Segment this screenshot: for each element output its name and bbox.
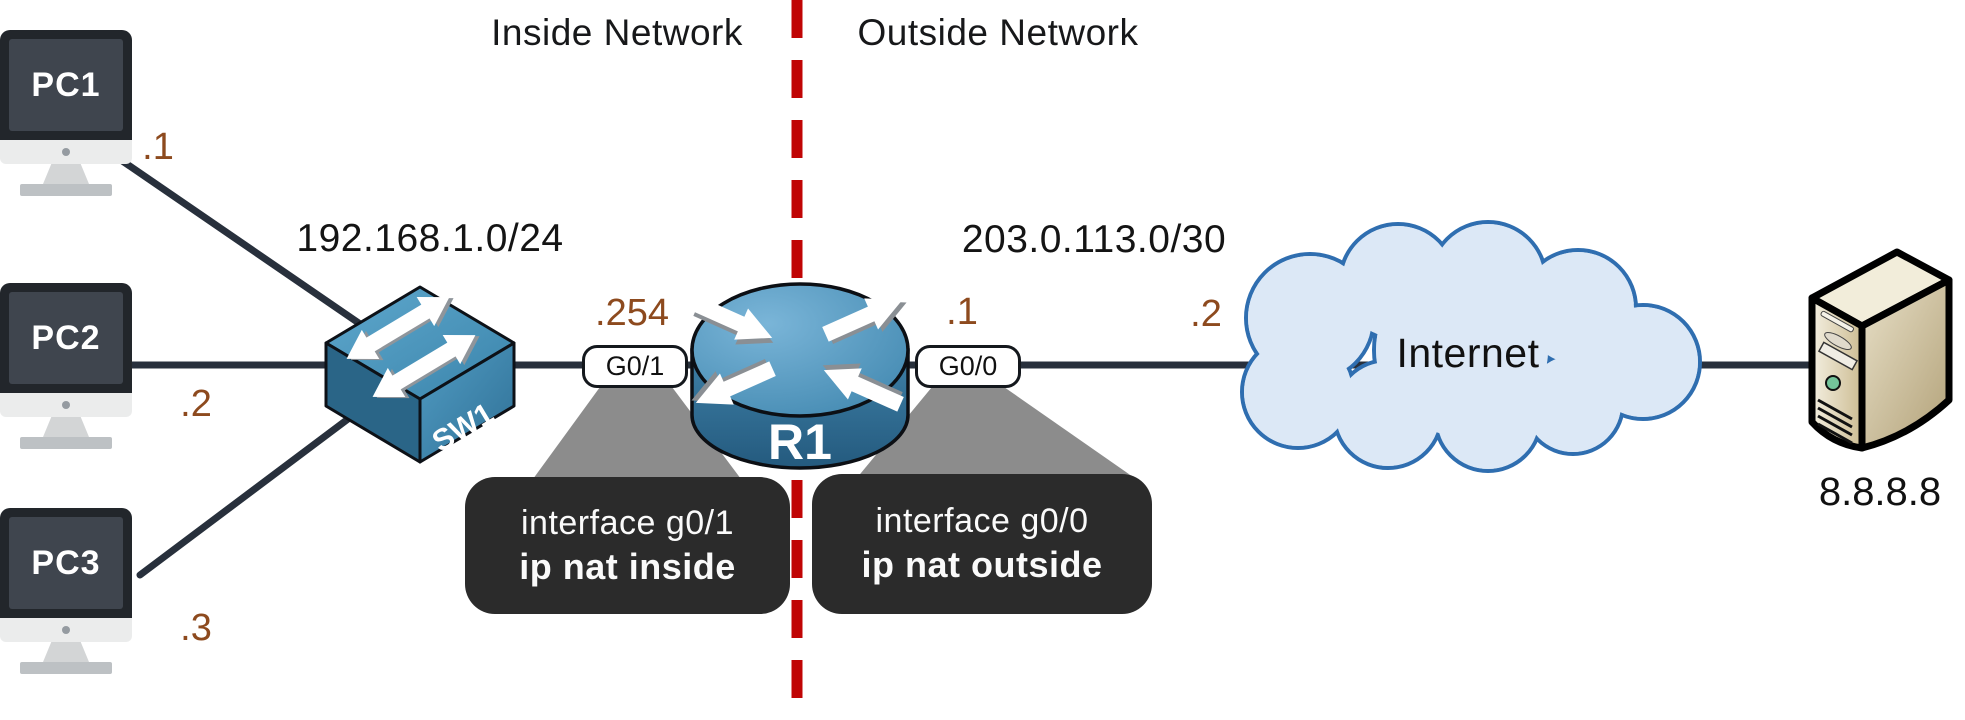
inside-callout-pointer bbox=[533, 387, 741, 479]
pc3-stand bbox=[43, 642, 89, 662]
interface-pill-g0-1: G0/1 bbox=[582, 345, 688, 388]
outside-nat-callout-directive: ip nat outside bbox=[861, 544, 1103, 585]
pc2-stand-base bbox=[20, 437, 112, 449]
server-front-details bbox=[1817, 310, 1859, 445]
inside-nat-callout-directive: ip nat inside bbox=[519, 545, 736, 587]
outside-nat-callout-command: interface g0/0 bbox=[875, 502, 1089, 540]
inside-subnet-label: 192.168.1.0/24 bbox=[296, 217, 564, 260]
pc2-monitor-chin bbox=[0, 393, 132, 417]
switch-icon: SW1 bbox=[324, 285, 516, 464]
pc2-ip-suffix: .2 bbox=[180, 383, 212, 425]
switch-arrow-2 bbox=[372, 334, 480, 399]
switch-arrow-1 bbox=[346, 296, 454, 361]
pc1-stand-base bbox=[20, 184, 112, 196]
outside-callout-pointer bbox=[856, 387, 1136, 479]
internet-cloud-icon bbox=[1240, 220, 1702, 473]
outside-nat-callout: interface g0/0 ip nat outside bbox=[812, 474, 1152, 614]
server-power-button bbox=[1825, 375, 1841, 391]
outside-network-label: Outside Network bbox=[857, 12, 1139, 53]
router-icon: R1 bbox=[690, 282, 910, 470]
pc2-icon: PC2 bbox=[0, 283, 132, 449]
internet-label: Internet bbox=[1396, 330, 1540, 376]
inside-nat-callout: interface g0/1 ip nat inside bbox=[465, 477, 790, 614]
server-ip-label: 8.8.8.8 bbox=[1818, 470, 1942, 514]
server-icon bbox=[1808, 248, 1953, 452]
pc1-name-label: PC1 bbox=[9, 39, 123, 131]
isp-ip-suffix: .2 bbox=[1190, 293, 1222, 335]
router-inside-ip-suffix: .254 bbox=[595, 292, 669, 334]
pc1-ip-suffix: .1 bbox=[142, 126, 174, 168]
pc3-name-label: PC3 bbox=[9, 517, 123, 609]
inside-nat-callout-command: interface g0/1 bbox=[520, 503, 735, 542]
interface-pill-g0-0: G0/0 bbox=[915, 345, 1021, 388]
outside-subnet-label: 203.0.113.0/30 bbox=[961, 218, 1227, 261]
pc3-ip-suffix: .3 bbox=[180, 607, 212, 649]
router-outside-ip-suffix: .1 bbox=[946, 291, 978, 333]
pc3-icon: PC3 bbox=[0, 508, 132, 674]
pc1-stand bbox=[43, 164, 89, 184]
inside-network-label: Inside Network bbox=[491, 12, 743, 53]
pc3-stand-base bbox=[20, 662, 112, 674]
router-arrows bbox=[691, 296, 907, 412]
router-name-label: R1 bbox=[768, 414, 832, 470]
pc1-monitor-chin bbox=[0, 140, 132, 164]
pc2-stand bbox=[43, 417, 89, 437]
pc1-icon: PC1 bbox=[0, 30, 132, 196]
pc3-monitor-chin bbox=[0, 618, 132, 642]
pc2-name-label: PC2 bbox=[9, 292, 123, 384]
